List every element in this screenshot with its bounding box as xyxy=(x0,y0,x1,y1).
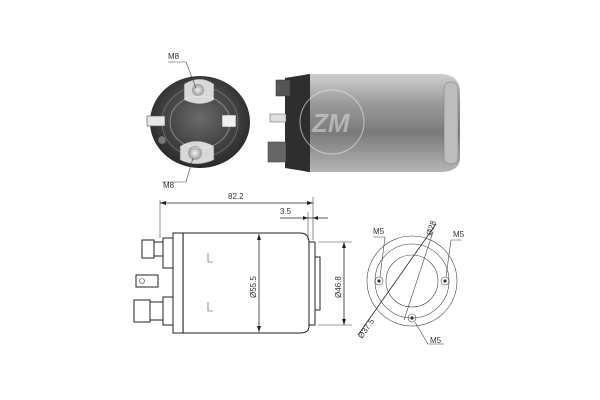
solenoid-can xyxy=(305,74,460,172)
can-end-flange xyxy=(443,81,459,165)
drawing-flange xyxy=(308,241,316,326)
drawing-spade xyxy=(135,274,159,288)
black-cap xyxy=(285,74,310,172)
terminal-block xyxy=(221,114,237,128)
inner-circle xyxy=(385,254,439,308)
hole-right xyxy=(440,276,450,286)
m5-label-top-left: M5 xyxy=(373,227,385,236)
upper-nut xyxy=(275,79,291,97)
overall-length-label: 82.2 xyxy=(228,192,244,201)
m5-label-top-right: M5 xyxy=(453,230,465,239)
watermark-logo-side: ZM xyxy=(299,89,365,155)
side-line-drawing: 82.2 3.5 Ø55.5 Ø46.8 xyxy=(133,192,352,334)
drawing-boss xyxy=(314,256,321,311)
m5-label-bottom: M5 xyxy=(430,336,442,345)
bolt-circle-label: Ø37.5 xyxy=(356,317,376,340)
end-line-drawing: Ø28 Ø37.5 M5 M5 M5 xyxy=(356,219,464,345)
spade-terminal xyxy=(146,115,166,127)
top-m8-label: M8 xyxy=(168,52,180,61)
drawing-body xyxy=(182,232,310,334)
side-spade xyxy=(269,113,287,123)
outer-circle xyxy=(366,235,458,327)
bottom-terminal-stud xyxy=(188,146,202,160)
svg-text:ZM: ZM xyxy=(311,108,351,138)
photo-end-view: M8 M8 xyxy=(146,52,250,190)
drawing-cap xyxy=(172,232,184,334)
top-m8-leader xyxy=(168,61,197,89)
end-cap xyxy=(150,76,250,168)
drawing-lower-nut xyxy=(133,299,151,323)
hole-left xyxy=(374,276,384,286)
top-terminal-stud xyxy=(192,84,204,96)
flange-offset-label: 3.5 xyxy=(280,207,292,216)
bottom-m8-leader xyxy=(162,157,194,183)
body-diameter-label: Ø55.5 xyxy=(249,276,258,298)
drawing-upper-nut xyxy=(141,239,155,259)
lower-nut xyxy=(267,141,287,163)
photo-side-view: ZM xyxy=(267,74,460,172)
bolt-circle-diameter-line xyxy=(357,223,437,336)
hole-bottom xyxy=(407,313,417,323)
watermark-logo xyxy=(169,95,231,149)
bottom-m8-label: M8 xyxy=(163,181,175,190)
flange-diameter-label: Ø46.8 xyxy=(334,276,343,298)
inner-diameter-label: Ø28 xyxy=(424,219,438,237)
